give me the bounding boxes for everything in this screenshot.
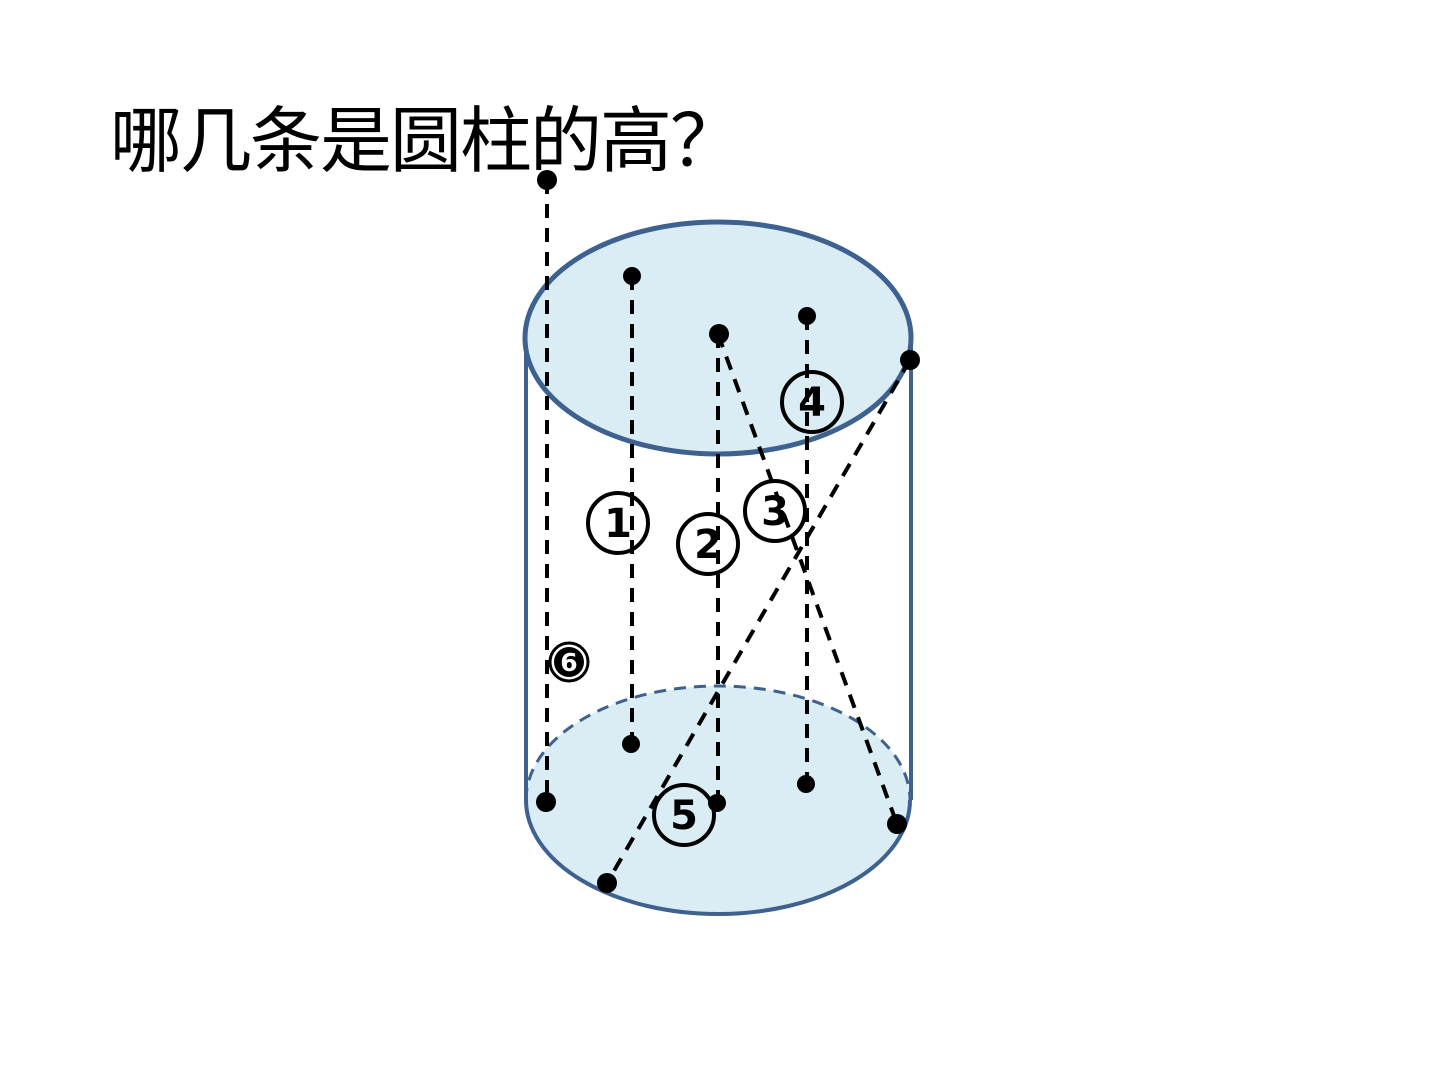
endpoint-6-bottom xyxy=(536,792,556,812)
endpoint-6-top xyxy=(537,170,557,190)
label-6-text: 6 xyxy=(560,648,577,677)
endpoint-1-bottom xyxy=(622,735,640,753)
endpoint-5-top xyxy=(900,350,920,370)
label-3: 3 xyxy=(743,479,807,543)
label-2: 2 xyxy=(676,512,740,576)
endpoint-2-top xyxy=(709,324,729,344)
bottom-base-front-edge xyxy=(524,799,912,916)
endpoint-5-bottom xyxy=(597,873,617,893)
label-1-text: 1 xyxy=(604,501,632,547)
endpoint-3-bottom xyxy=(887,814,907,834)
question-title: 哪几条是圆柱的高？ xyxy=(110,99,742,183)
bottom-base-back-edge xyxy=(524,684,912,801)
endpoint-4-bottom xyxy=(797,775,815,793)
endpoint-1-top xyxy=(623,267,641,285)
label-6: 6 xyxy=(548,641,590,683)
segment-3 xyxy=(716,333,899,825)
label-4: 4 xyxy=(780,370,844,434)
endpoint-4-top xyxy=(798,307,816,325)
label-1: 1 xyxy=(586,491,650,555)
label-5-text: 5 xyxy=(670,793,698,839)
segment-5 xyxy=(605,358,912,885)
label-4-text: 4 xyxy=(798,380,826,426)
label-5: 5 xyxy=(652,783,716,847)
label-3-text: 3 xyxy=(761,489,789,535)
label-2-text: 2 xyxy=(694,522,722,568)
